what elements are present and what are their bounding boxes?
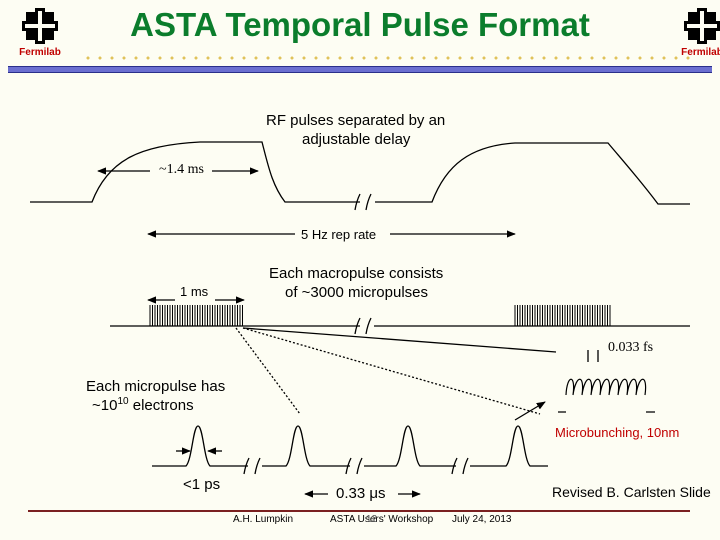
fs-spacing-label: 0.033 fs — [608, 340, 654, 355]
logo-label-right: Fermilab — [681, 47, 720, 58]
footer-date: July 24, 2013 — [452, 514, 512, 525]
break-mark-micro — [243, 457, 261, 475]
macropulse-label-line1: Each macropulse consists — [269, 265, 444, 282]
pulse-width-label: <1 ps — [183, 476, 221, 493]
zoom-line — [235, 327, 301, 415]
break-mark-micro-3 — [451, 457, 469, 475]
fermilab-logo-left: Fermilab — [8, 6, 72, 58]
rf-width-label: ~1.4 ms — [159, 162, 204, 177]
electron-count-exponent: 10 — [117, 396, 129, 407]
microbunch-arrow — [514, 401, 546, 421]
break-mark-rf — [354, 193, 372, 211]
rf-pulse-waveform — [30, 141, 360, 203]
macro-length-label: 1 ms — [180, 284, 209, 299]
micropulse-trace-2 — [262, 425, 350, 467]
zoom-line — [242, 327, 541, 415]
dotted-divider — [82, 55, 692, 61]
micropulse-trace — [152, 425, 248, 467]
logo-label-left: Fermilab — [19, 47, 61, 58]
spacing-label: 0.33 μs — [336, 485, 386, 502]
footer-workshop: ASTA Users' Workshop — [330, 514, 434, 525]
micropulse-label-line2: ~1010 electrons — [92, 396, 194, 414]
rep-rate-label: 5 Hz rep rate — [301, 227, 377, 242]
micropulse-label-line1: Each micropulse has — [86, 378, 226, 395]
page-title: ASTA Temporal Pulse Format — [130, 6, 590, 43]
rf-pulses-label-line2: adjustable delay — [302, 131, 411, 148]
rf-pulse-waveform-second — [375, 142, 690, 205]
fermilab-logo-icon — [684, 8, 720, 44]
microbunching-label: Microbunching, 10nm — [555, 425, 680, 440]
break-mark-micro-2 — [345, 457, 363, 475]
fermilab-logo-right: Fermilab — [670, 6, 720, 58]
fermilab-logo-icon — [22, 8, 58, 44]
macropulse-label-line2: of ~3000 micropulses — [285, 284, 428, 301]
rf-pulses-label-line1: RF pulses separated by an — [266, 112, 446, 129]
microbunch-loops — [565, 378, 647, 396]
credit-label: Revised B. Carlsten Slide — [552, 484, 711, 500]
micropulse-trace-3 — [364, 425, 456, 467]
break-mark-macro — [354, 317, 372, 335]
zoom-line — [242, 327, 557, 353]
header-bar — [8, 66, 712, 73]
micropulse-trace-4 — [470, 425, 548, 467]
footer-author: A.H. Lumpkin — [233, 514, 294, 525]
electron-count-base: ~10 — [92, 397, 118, 414]
electron-count-unit: electrons — [128, 397, 194, 414]
footer-page-number: 12 — [366, 514, 378, 525]
